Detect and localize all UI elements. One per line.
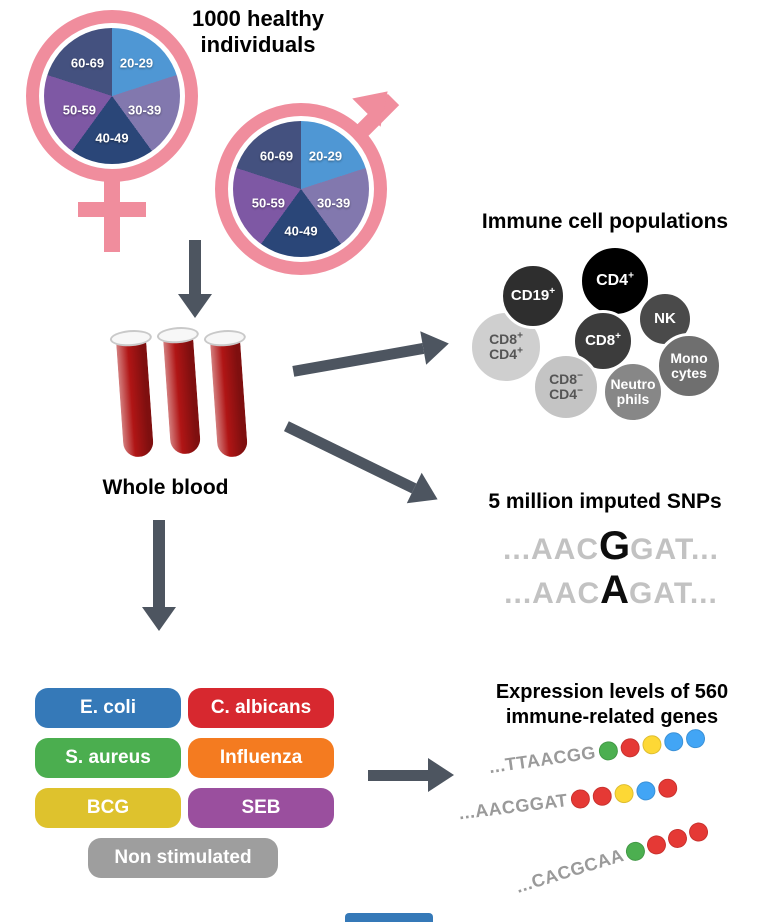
read-beads xyxy=(566,777,679,810)
arrow-shaft xyxy=(153,520,165,608)
cell-cd19: CD19+ xyxy=(500,263,566,329)
gene-bead xyxy=(665,826,690,851)
female-symbol-crossbar xyxy=(78,202,146,217)
gene-bead xyxy=(623,839,648,864)
stimulus-bcg: BCG xyxy=(35,788,181,828)
age-group-label: 60-69 xyxy=(70,55,105,71)
cell-label: CD19+ xyxy=(510,286,556,305)
stimulus-seb: SEB xyxy=(188,788,334,828)
arrow-blood-to-stimulations xyxy=(142,520,176,632)
stimulus-saureus: S. aureus xyxy=(35,738,181,778)
cell-label: Neutro xyxy=(610,376,656,393)
gene-read-1: ...TTAACGG xyxy=(488,727,706,778)
arrow-blood-to-cells xyxy=(290,326,453,387)
cell-cd8neg-cd4neg: CD8− CD4− xyxy=(532,353,600,421)
cell-label: CD8+ xyxy=(489,330,523,348)
cell-label: Mono xyxy=(670,350,708,367)
read-sequence: ...TTAACGG xyxy=(487,742,597,778)
snps-heading: 5 million imputed SNPs xyxy=(488,490,722,513)
gene-bead xyxy=(591,785,613,807)
female-age-pie-chart: 20-29 30-39 40-49 50-59 60-69 xyxy=(44,28,180,164)
snp-sequence-2: ...AACAGAT... xyxy=(504,568,718,612)
cell-label: cytes xyxy=(671,365,707,381)
snp-variant-letter: A xyxy=(600,568,630,612)
stimulus-ecoli: E. coli xyxy=(35,688,181,728)
read-beads xyxy=(620,819,711,864)
gene-bead xyxy=(613,783,635,805)
age-group-label: 50-59 xyxy=(251,195,285,211)
stimulus-influenza: Influenza xyxy=(188,738,334,778)
snp-variant-letter: G xyxy=(599,524,631,568)
read-beads xyxy=(594,727,706,762)
gene-bead xyxy=(597,740,619,762)
age-group-label: 20-29 xyxy=(308,148,343,164)
blood-tube xyxy=(156,325,207,463)
read-sequence: ...CACGCAA xyxy=(513,844,627,897)
arrow-shaft xyxy=(283,421,417,494)
blood-tube-body xyxy=(162,333,202,455)
arrow-individuals-to-blood xyxy=(178,240,212,318)
female-symbol: 20-29 30-39 40-49 50-59 60-69 xyxy=(26,10,198,182)
arrow-head xyxy=(142,607,176,631)
age-group-label: 40-49 xyxy=(95,130,129,146)
cell-label: CD8− xyxy=(549,370,583,388)
cell-cd4: CD4+ xyxy=(579,245,651,317)
arrow-head xyxy=(420,326,452,365)
read-sequence: ...AACGGAT xyxy=(457,790,569,824)
cell-label: CD4− xyxy=(549,385,583,402)
arrow-head xyxy=(406,472,446,515)
immune-cells-heading: Immune cell populations xyxy=(481,210,729,233)
gene-bead xyxy=(644,833,669,857)
cell-neutrophils: Neutro phils xyxy=(602,361,664,423)
male-age-pie-chart: 20-29 30-39 40-49 50-59 60-69 xyxy=(233,121,369,257)
cohort-title: 1000 healthy individuals xyxy=(191,6,325,58)
gene-bead xyxy=(662,731,685,753)
gene-bead xyxy=(635,780,657,802)
stimulus-calbicans: C. albicans xyxy=(188,688,334,728)
age-group-label: 20-29 xyxy=(119,55,154,71)
cell-monocytes: Mono cytes xyxy=(656,333,722,399)
age-group-label: 30-39 xyxy=(128,102,162,118)
arrow-blood-to-snps xyxy=(279,410,447,515)
arrow-head xyxy=(178,294,212,318)
blood-tube-body xyxy=(115,336,155,458)
male-symbol: 20-29 30-39 40-49 50-59 60-69 xyxy=(215,103,387,275)
gene-read-3: ...CACGCAA xyxy=(513,819,711,898)
arrow-head xyxy=(428,758,454,792)
age-group-label: 40-49 xyxy=(284,223,318,239)
age-group-label: 60-69 xyxy=(259,148,294,164)
cropped-blue-element xyxy=(345,913,433,922)
cell-label: phils xyxy=(616,391,650,407)
gene-bead xyxy=(686,820,711,844)
cell-label: CD8+ xyxy=(585,331,621,350)
gene-bead xyxy=(619,737,641,759)
cell-label: CD4+ xyxy=(596,270,634,289)
stimulus-non-stimulated: Non stimulated xyxy=(88,838,278,878)
gene-bead xyxy=(656,777,679,799)
age-group-label: 30-39 xyxy=(317,195,351,211)
gene-read-2: ...AACGGAT xyxy=(458,777,679,825)
gene-bead xyxy=(684,727,706,750)
arrow-shaft xyxy=(368,770,428,781)
snp-sequence-1: ...AACGGAT... xyxy=(503,524,719,568)
arrow-shaft xyxy=(189,240,201,295)
blood-tube-body xyxy=(209,336,249,458)
blood-tube xyxy=(203,328,254,466)
expression-heading: Expression levels of 560 immune-related … xyxy=(495,681,729,728)
arrow-stimulations-to-expression xyxy=(368,758,456,792)
age-group-label: 50-59 xyxy=(62,102,96,118)
gene-bead xyxy=(569,788,591,810)
gene-bead xyxy=(640,734,663,756)
arrow-shaft xyxy=(292,343,425,377)
cell-label: NK xyxy=(654,310,676,328)
cell-label: CD4+ xyxy=(489,345,523,362)
blood-tube xyxy=(109,328,160,466)
whole-blood-label: Whole blood xyxy=(102,476,229,499)
male-symbol-arrow-head xyxy=(352,77,402,127)
